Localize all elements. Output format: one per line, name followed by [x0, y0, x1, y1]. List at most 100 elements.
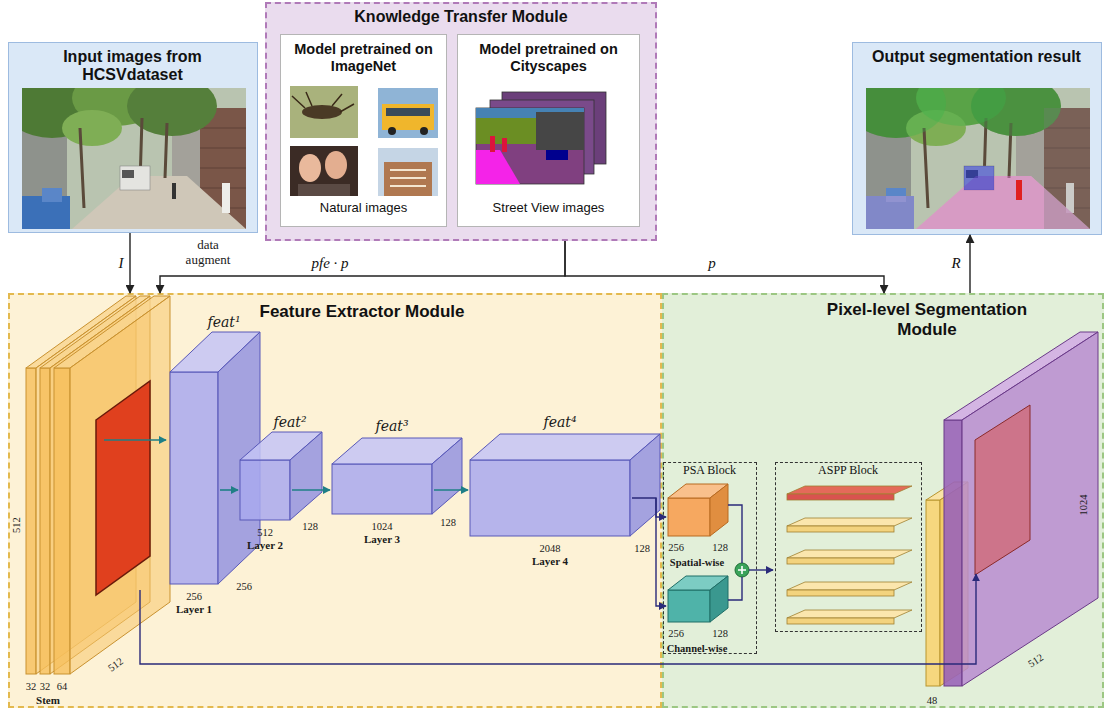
data-flow-arrow: [565, 241, 884, 293]
aspp-slabs: [787, 550, 912, 558]
psa-wires: [632, 498, 773, 606]
stem-slabs: [36, 296, 136, 674]
input-photo: [2, 68, 246, 229]
segmentation-overlay: [964, 166, 994, 190]
data-flow-arrow: [160, 241, 565, 293]
dimension-label: 256: [668, 542, 684, 554]
aspp-slabs: [787, 590, 894, 596]
stem-slabs: [54, 296, 170, 368]
aspp-slabs: [787, 526, 894, 532]
module-title: Feature Extractor Module: [247, 302, 477, 322]
branch-label: Spatial-wise: [670, 557, 724, 569]
dimension-label: 128: [440, 517, 456, 529]
cityscapes-stack: [476, 108, 584, 126]
text-holder: Output segmentation result: [872, 48, 1082, 66]
label-holder: R: [956, 262, 969, 280]
label-holder: 512: [17, 520, 33, 538]
psa-cuboids: [710, 576, 728, 622]
segmentation-overlay: [866, 88, 1090, 229]
cityscapes-stack: [476, 92, 606, 184]
label-holder: Layer 3: [382, 535, 418, 553]
aspp-slabs: [787, 518, 912, 526]
imagenet-thumbnails: [290, 86, 438, 196]
flow-arrows: [434, 489, 468, 491]
imagenet-thumbnails: [292, 92, 354, 112]
layer-cuboids: [332, 438, 462, 464]
model-title: Model pretrained on Cityscapes: [461, 41, 637, 74]
label-holder: feat⁴: [560, 421, 593, 439]
output-panel: Output segmentation result: [852, 42, 1102, 235]
output-volume: [940, 482, 968, 686]
segmentation-overlay: [1044, 108, 1090, 229]
aspp-slabs: [787, 618, 894, 624]
layer-cuboids: [290, 432, 322, 520]
layer-cuboids: [470, 460, 630, 536]
imagenet-thumbnails: [386, 108, 430, 116]
label-holder: feat¹: [224, 321, 257, 339]
label-holder: data augment: [176, 238, 240, 268]
imagenet-thumbnails: [390, 170, 426, 186]
aspp-slabs: [787, 494, 894, 500]
pretrained-model-box: Model pretrained on ImageNetNatural imag…: [280, 34, 447, 227]
dimension-label: 1024: [372, 521, 393, 533]
text-holder: Model pretrained on Cityscapes: [461, 41, 637, 74]
cityscapes-stack: [490, 100, 594, 174]
segmentation-module: Pixel-level Segmentation ModulePSA Block…: [662, 293, 1104, 708]
psa-cuboids: [668, 498, 710, 536]
text-holder: PSA Block: [665, 464, 755, 478]
stem-slabs: [40, 368, 50, 674]
feature-label: feat¹: [207, 314, 240, 330]
output-volume: [944, 420, 962, 686]
dimension-label: 128: [712, 542, 728, 554]
segmentation-overlay: [916, 88, 1006, 126]
imagenet-thumbnails: [302, 105, 342, 119]
imagenet-thumbnails: [384, 162, 432, 196]
dimension-label: 128: [634, 543, 650, 555]
feature-label: feat³: [375, 418, 408, 434]
edge-label: I: [117, 255, 126, 272]
pretrained-model-box: Model pretrained on CityscapesStreet Vie…: [457, 34, 640, 227]
feature-label: feat⁴: [543, 414, 576, 430]
aspp-slabs: [787, 486, 912, 494]
label-holder: 1024: [1084, 500, 1105, 518]
transfer-module: Knowledge Transfer ModuleModel pretraine…: [265, 2, 657, 241]
block-title: PSA Block: [665, 464, 755, 478]
psa-wires: [728, 505, 742, 563]
segmentation-overlay: [916, 176, 1090, 229]
psa-cuboids: [668, 484, 728, 498]
imagenet-thumbnails: [298, 184, 350, 196]
label-holder: pfe · p: [330, 262, 371, 280]
dimension-label: 512: [106, 655, 126, 674]
output-volume: [926, 482, 968, 500]
flow-arrows: [292, 489, 330, 491]
data-flow-arrow: [129, 233, 130, 293]
imagenet-thumbnails: [290, 86, 358, 138]
input-panel: Input images from HCSVdataset: [8, 42, 258, 233]
stem-slabs: [26, 296, 136, 368]
text-holder: Street View images: [461, 201, 637, 216]
text-holder: Input images from HCSVdataset: [28, 48, 238, 85]
label-holder: 64: [62, 682, 73, 700]
stem-slabs: [26, 368, 36, 674]
text-holder: Feature Extractor Module: [247, 302, 477, 322]
aspp-slabs: [787, 486, 912, 624]
cityscapes-stack: [476, 150, 520, 184]
flow-arrows: [104, 440, 468, 490]
text-holder: Pixel-level Segmentation Module: [802, 300, 1052, 339]
layer-cuboids: [170, 372, 218, 584]
branch-label: Channel-wise: [667, 643, 728, 655]
label-holder: 512: [1036, 656, 1052, 674]
dimension-label: 48: [927, 695, 938, 707]
layer-cuboids: [470, 434, 660, 460]
layer-cuboids: [630, 434, 660, 536]
cityscapes-stack: [502, 138, 507, 152]
image-caption: Street View images: [461, 201, 637, 216]
text-holder: Model pretrained on ImageNet: [284, 41, 444, 74]
cityscapes-stack: [502, 92, 606, 164]
label-holder: Layer 4: [550, 557, 586, 575]
dimension-label: 1024: [1078, 495, 1090, 516]
dimension-label: 512: [1026, 652, 1046, 671]
segmentation-overlay: [866, 88, 946, 138]
input-photo: [2, 68, 246, 229]
psa-wires: [656, 498, 666, 606]
